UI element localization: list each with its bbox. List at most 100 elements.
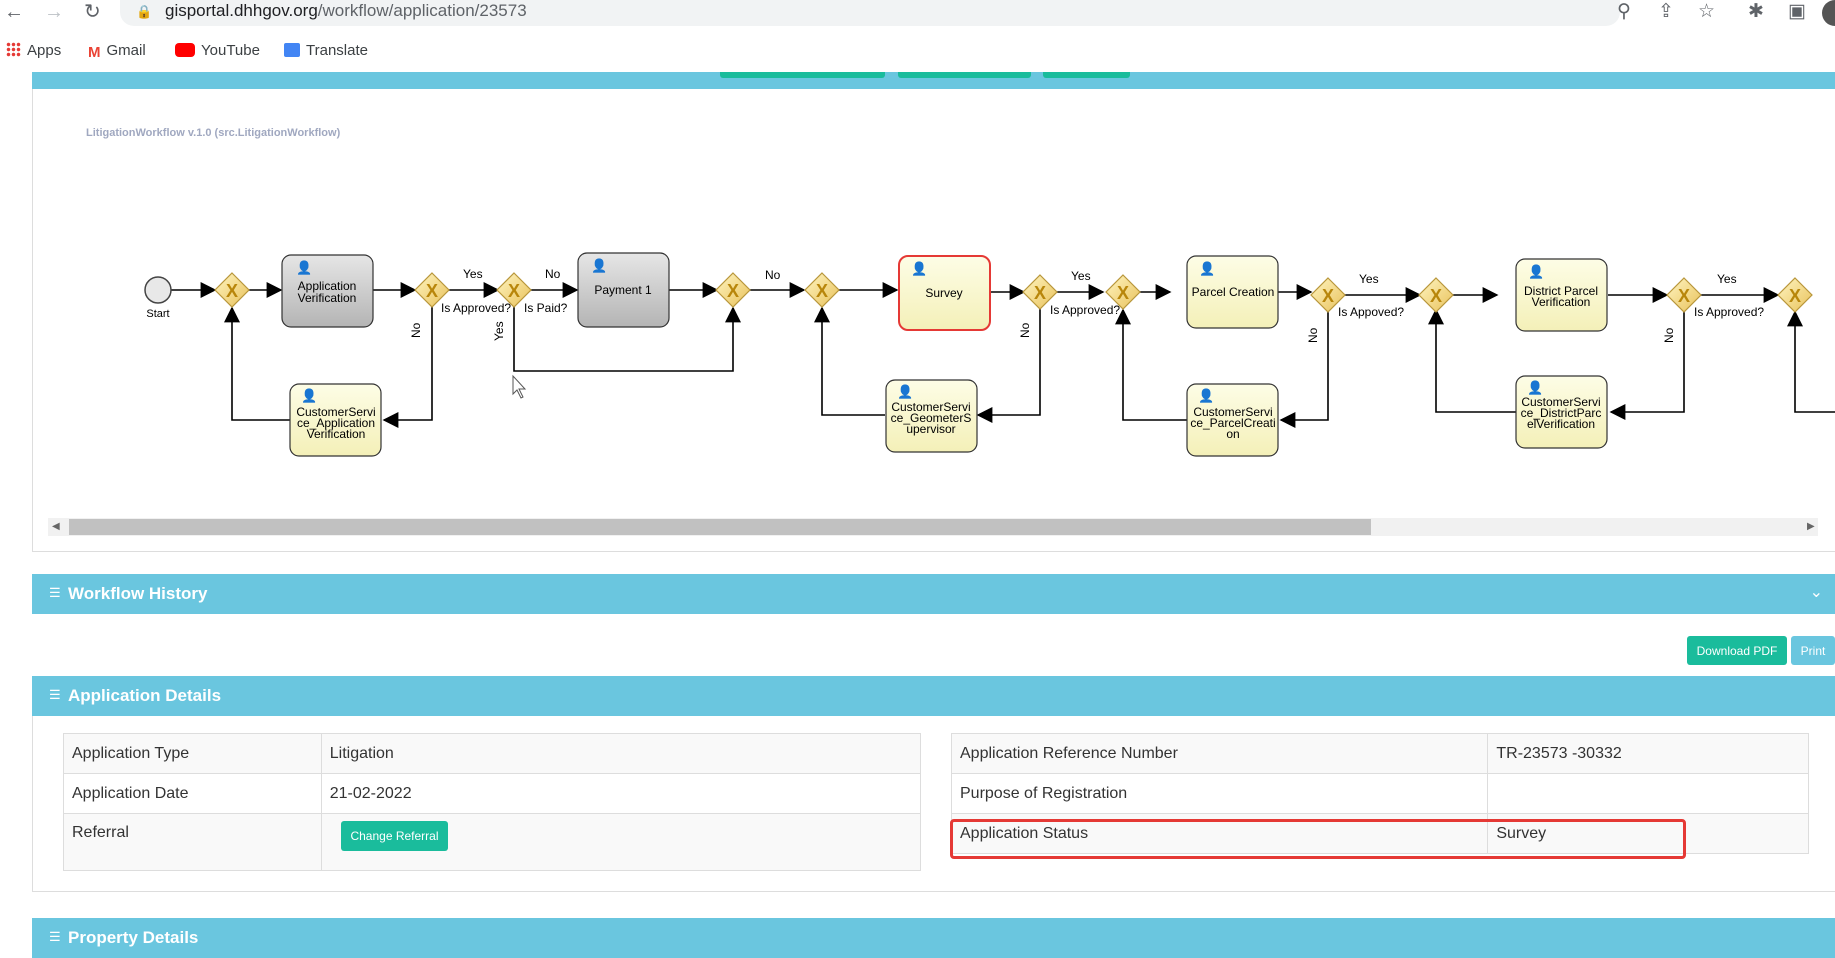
cs-district-l3: elVerification [1527,417,1595,431]
gateway-final[interactable]: X [1777,277,1813,313]
extensions-icon[interactable]: ✱ [1748,1,1764,22]
user-task-icon: 👤 [591,258,607,273]
sidepanel-icon[interactable]: ▣ [1788,1,1806,22]
top-action-button-1[interactable] [720,72,885,78]
workflow-history-panel[interactable]: ☰ Workflow History ⌄ [32,574,1835,614]
status-highlight-box [950,819,1686,859]
label-is-appoved: Is Appoved? [1338,305,1404,319]
bookmark-youtube[interactable]: YouTube [175,42,260,59]
task-parcel-creation[interactable]: 👤 Parcel Creation [1186,255,1279,329]
back-arrow-icon[interactable]: ← [4,1,24,23]
task-survey[interactable]: 👤 Survey [898,255,991,331]
table-row: Referral [63,813,922,871]
gateway-is-appoved[interactable]: X [1310,277,1346,313]
svg-text:X: X [816,281,828,301]
address-bar[interactable] [120,0,1620,26]
scroll-right-arrow-icon[interactable]: ▶ [1807,521,1815,532]
gateway-is-paid[interactable]: X [496,272,532,308]
application-details-title: Application Details [68,686,222,705]
cs-parcel-l1: CustomerServi [1193,405,1272,419]
change-referral-button[interactable]: Change Referral [341,821,448,851]
profile-avatar[interactable] [1822,0,1835,26]
svg-text:X: X [1430,286,1442,306]
user-task-icon: 👤 [911,261,927,276]
gateway-is-approved-3[interactable]: X [1666,277,1702,313]
user-task-icon: 👤 [1198,388,1214,403]
label-no: No [409,322,423,338]
label-yes: Yes [492,321,506,341]
label-yes: Yes [1359,272,1379,286]
star-icon[interactable]: ☆ [1698,1,1716,22]
gateway-parcel-loop[interactable]: X [1105,274,1141,310]
url-path: /workflow/application/23573 [317,1,527,20]
task-app-verif-l2: Verification [298,291,357,305]
table-row: Purpose of Registration [950,773,1809,814]
svg-text:X: X [1789,286,1801,306]
property-details-panel[interactable]: ☰ Property Details [32,918,1835,958]
print-button[interactable]: Print [1791,636,1835,665]
task-district-l1: District Parcel [1524,284,1598,298]
user-task-icon: 👤 [301,388,317,403]
diagram-scrollbar-thumb[interactable] [69,519,1371,535]
application-type-label: Application Type [63,733,322,774]
scroll-left-arrow-icon[interactable]: ◀ [52,521,60,532]
cs-app-l1: CustomerServi [296,405,375,419]
svg-text:X: X [226,281,238,301]
start-event[interactable] [144,276,172,304]
application-details-panel[interactable]: ☰ Application Details [32,676,1835,716]
workflow-history-title: Workflow History [68,584,208,603]
top-action-button-3[interactable] [1043,72,1130,78]
table-row: Application Reference Number TR-23573 -3… [950,733,1809,774]
application-date-value: 21-02-2022 [320,773,922,814]
url-text[interactable]: gisportal.dhhgov.org/workflow/applicatio… [165,1,527,21]
top-action-button-2[interactable] [898,72,1031,78]
gateway-payment-join[interactable]: X [715,272,751,308]
bookmark-apps[interactable]: Apps [6,42,61,59]
gateway-is-approved-2[interactable]: X [1022,274,1058,310]
user-task-icon: 👤 [1527,380,1543,395]
svg-text:X: X [426,281,438,301]
task-app-verif-l1: Application [298,279,357,293]
label-no: No [765,268,781,282]
application-type-value: Litigation [320,733,922,774]
task-survey-label: Survey [925,286,962,300]
download-pdf-button[interactable]: Download PDF [1687,636,1787,665]
chevron-down-icon[interactable]: ⌄ [1809,584,1823,601]
label-no: No [545,267,561,281]
list-icon: ☰ [49,929,61,944]
cs-district-l1: CustomerServi [1521,395,1600,409]
gateway-survey-loop[interactable]: X [804,272,840,308]
label-no: No [1662,327,1676,343]
reload-icon[interactable]: ↻ [84,1,101,23]
bookmark-apps-label: Apps [27,42,62,59]
label-is-approved: Is Approved? [441,301,511,315]
gateway-1[interactable]: X [214,272,250,308]
lock-icon[interactable]: 🔒 [136,4,153,19]
cs-district-l2: ce_DistrictParc [1521,406,1602,420]
cs-app-l2: ce_Application [297,416,375,430]
share-icon[interactable]: ⇪ [1658,1,1674,22]
gateway-is-approved-1[interactable]: X [414,272,450,308]
task-payment-1[interactable]: 👤 Payment 1 [577,252,670,328]
cs-app-l3: Verification [307,427,366,441]
svg-text:X: X [727,281,739,301]
browser-toolbar: ← → ↻ 🔒 gisportal.dhhgov.org/workflow/ap… [0,0,1835,26]
bookmark-translate[interactable]: Translate [284,42,368,59]
flow-labels: Yes No Is Approved? Is Paid? No Yes Is A… [409,267,1764,343]
youtube-icon [175,43,195,57]
gateway-district-loop[interactable]: X [1418,277,1454,313]
forward-arrow-icon[interactable]: → [44,1,64,23]
top-panel-footer [32,72,1835,89]
task-district-l2: Verification [1532,295,1591,309]
reference-number-label: Application Reference Number [950,733,1489,774]
zoom-icon[interactable]: ⚲ [1617,1,1631,22]
